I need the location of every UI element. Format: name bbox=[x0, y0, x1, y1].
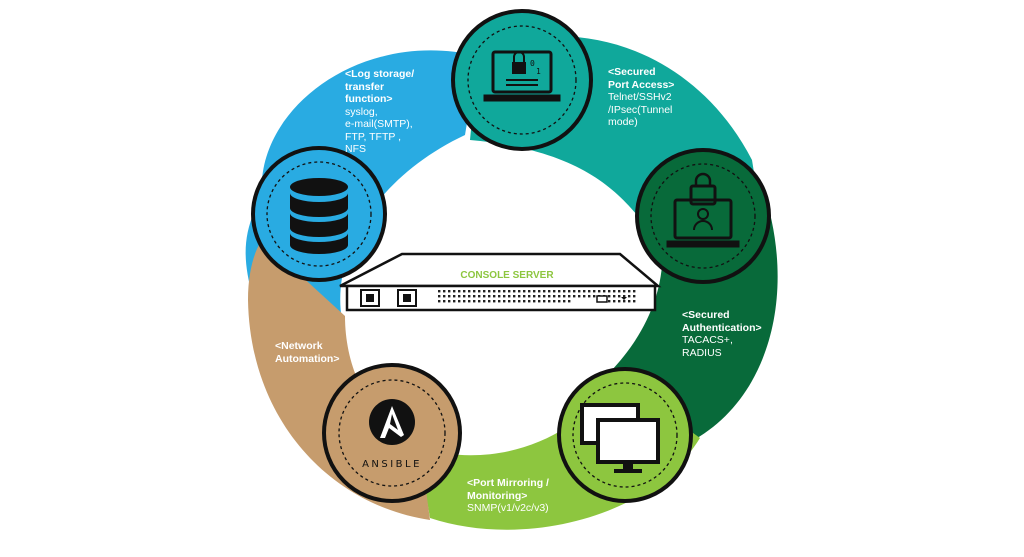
heading-line: <Log storage/ bbox=[345, 68, 415, 80]
heading-line: Monitoring> bbox=[467, 489, 528, 502]
body-line: /IPsec(Tunnel bbox=[608, 103, 673, 116]
body-line: RADIUS bbox=[682, 346, 722, 359]
body-line: TACACS+, bbox=[682, 334, 733, 346]
body-line: syslog, bbox=[345, 105, 378, 118]
dual-monitor-icon bbox=[580, 403, 660, 473]
heading-line: Authentication> bbox=[682, 321, 762, 334]
ansible-logo-icon bbox=[369, 399, 415, 445]
heading-line: <Port Mirroring / bbox=[467, 477, 549, 489]
heading-line: Port Access> bbox=[608, 78, 675, 91]
device-title: CONSOLE SERVER bbox=[460, 270, 554, 281]
label-port-mirroring: <Port Mirroring / Monitoring> SNMP(v1/v2… bbox=[467, 477, 549, 515]
body-line: e-mail(SMTP), bbox=[345, 118, 413, 130]
heading-line: function> bbox=[345, 93, 393, 105]
laptop-lock-icon: 0 1 bbox=[483, 50, 561, 102]
label-authentication: <Secured Authentication> TACACS+, RADIUS bbox=[682, 309, 762, 359]
label-network-automation: <Network Automation> bbox=[275, 340, 339, 365]
heading-line: Automation> bbox=[275, 352, 340, 365]
body-line: SNMP(v1/v2c/v3) bbox=[467, 502, 549, 514]
database-icon bbox=[290, 178, 348, 254]
heading-line: transfer bbox=[345, 80, 385, 93]
label-port-access: <Secured Port Access> Telnet/SSHv2 /IPse… bbox=[608, 66, 674, 129]
body-line: NFS bbox=[345, 143, 366, 155]
laptop-user-lock-icon bbox=[666, 172, 740, 248]
label-log-storage: <Log storage/ transfer function> syslog,… bbox=[345, 68, 414, 156]
ansible-wordmark: ANSIBLE bbox=[362, 459, 422, 470]
body-line: Telnet/SSHv2 bbox=[608, 91, 672, 103]
body-line: FTP, TFTP , bbox=[345, 130, 402, 143]
console-server-device bbox=[339, 252, 662, 312]
heading-line: <Network bbox=[275, 340, 323, 352]
body-line: mode) bbox=[608, 116, 638, 128]
heading-line: <Secured bbox=[682, 309, 730, 321]
heading-line: <Secured bbox=[608, 66, 656, 78]
svg-text:1: 1 bbox=[536, 67, 541, 76]
node-authentication bbox=[635, 148, 771, 284]
svg-text:0: 0 bbox=[530, 59, 535, 68]
